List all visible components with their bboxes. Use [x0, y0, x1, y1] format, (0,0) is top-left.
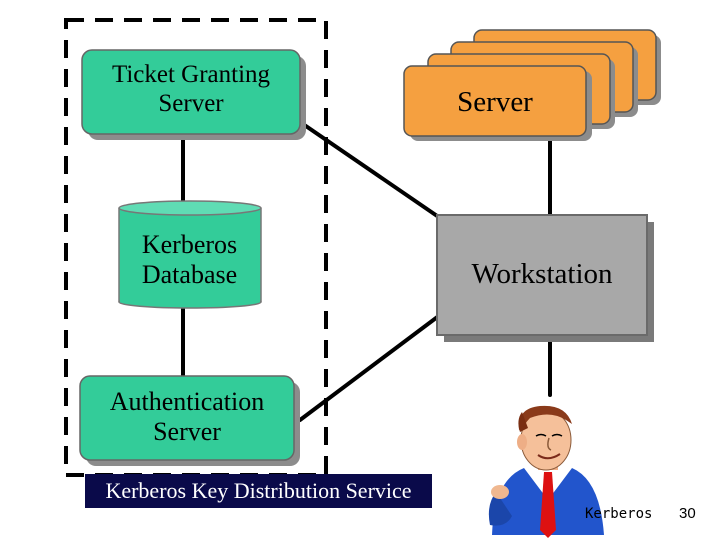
db-label-line2: Database: [141, 259, 238, 289]
db-label-line1: Kerberos: [141, 230, 238, 259]
tgs-box: [81, 49, 306, 140]
workstation-label: Workstation: [471, 258, 613, 290]
db-label: Kerberos Database: [112, 230, 267, 290]
connectors: [181, 120, 552, 422]
footer-title: Kerberos: [585, 506, 653, 522]
as-label-line1: Authentication: [109, 387, 265, 416]
tgs-label: Ticket Granting Server: [82, 61, 300, 119]
as-box: [79, 375, 300, 466]
tgs-label-line1: Ticket Granting: [111, 61, 271, 88]
kdc-caption: Kerberos Key Distribution Service: [85, 474, 432, 508]
tgs-workstation-link: [298, 120, 445, 222]
page-number: 30: [679, 505, 696, 522]
as-label: Authentication Server: [80, 387, 294, 447]
as-workstation-link: [298, 313, 442, 422]
workstation-box: [436, 214, 654, 342]
db-cylinder: [118, 200, 262, 309]
server-stack: [403, 29, 661, 141]
as-label-line2: Server: [153, 416, 221, 446]
tgs-label-line2: Server: [158, 89, 224, 117]
server-label: Server: [457, 86, 533, 118]
user-avatar-icon: [488, 405, 604, 538]
